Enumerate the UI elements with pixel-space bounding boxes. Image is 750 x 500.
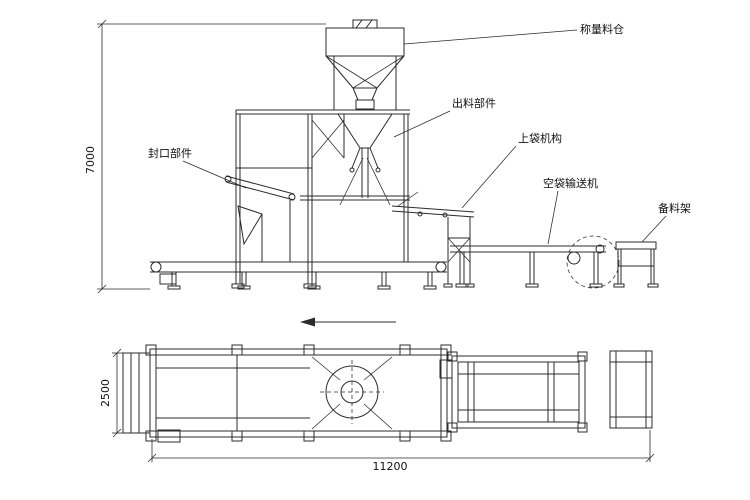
plan-spare-rack-shape <box>610 351 652 428</box>
label-spare-rack: 备料架 <box>658 201 691 215</box>
plan-conveyor-tail-shape <box>123 353 180 442</box>
plan-main-machine-shape <box>146 345 451 441</box>
weighing-hopper-shape <box>326 20 404 110</box>
dimension-height <box>97 20 326 293</box>
plan-empty-bag-conveyor-shape <box>440 352 587 432</box>
sealing-unit-shape <box>225 176 295 262</box>
dimension-plan-width-value: 2500 <box>99 379 112 407</box>
label-weighing-hopper: 称量料仓 <box>580 22 624 36</box>
spare-rack-shape <box>614 242 658 287</box>
dimension-plan-width <box>112 349 123 437</box>
dimension-height-value: 7000 <box>84 146 97 174</box>
discharge-unit-shape <box>338 114 392 205</box>
main-frame-shape <box>232 110 410 288</box>
leader-lines <box>183 30 666 244</box>
empty-bag-conveyor-shape <box>450 236 619 288</box>
dimension-length-value: 11200 <box>373 460 408 473</box>
bag-loading-shape <box>392 192 474 287</box>
label-bag-loading: 上袋机构 <box>518 131 562 145</box>
label-sealing-unit: 封口部件 <box>148 146 192 160</box>
label-discharge-unit: 出料部件 <box>452 96 496 110</box>
label-empty-bag-conveyor: 空袋输送机 <box>543 176 598 190</box>
finished-bag-conveyor-shape <box>150 262 447 289</box>
dimension-length <box>148 430 654 462</box>
flow-direction-arrow-icon <box>300 317 396 327</box>
